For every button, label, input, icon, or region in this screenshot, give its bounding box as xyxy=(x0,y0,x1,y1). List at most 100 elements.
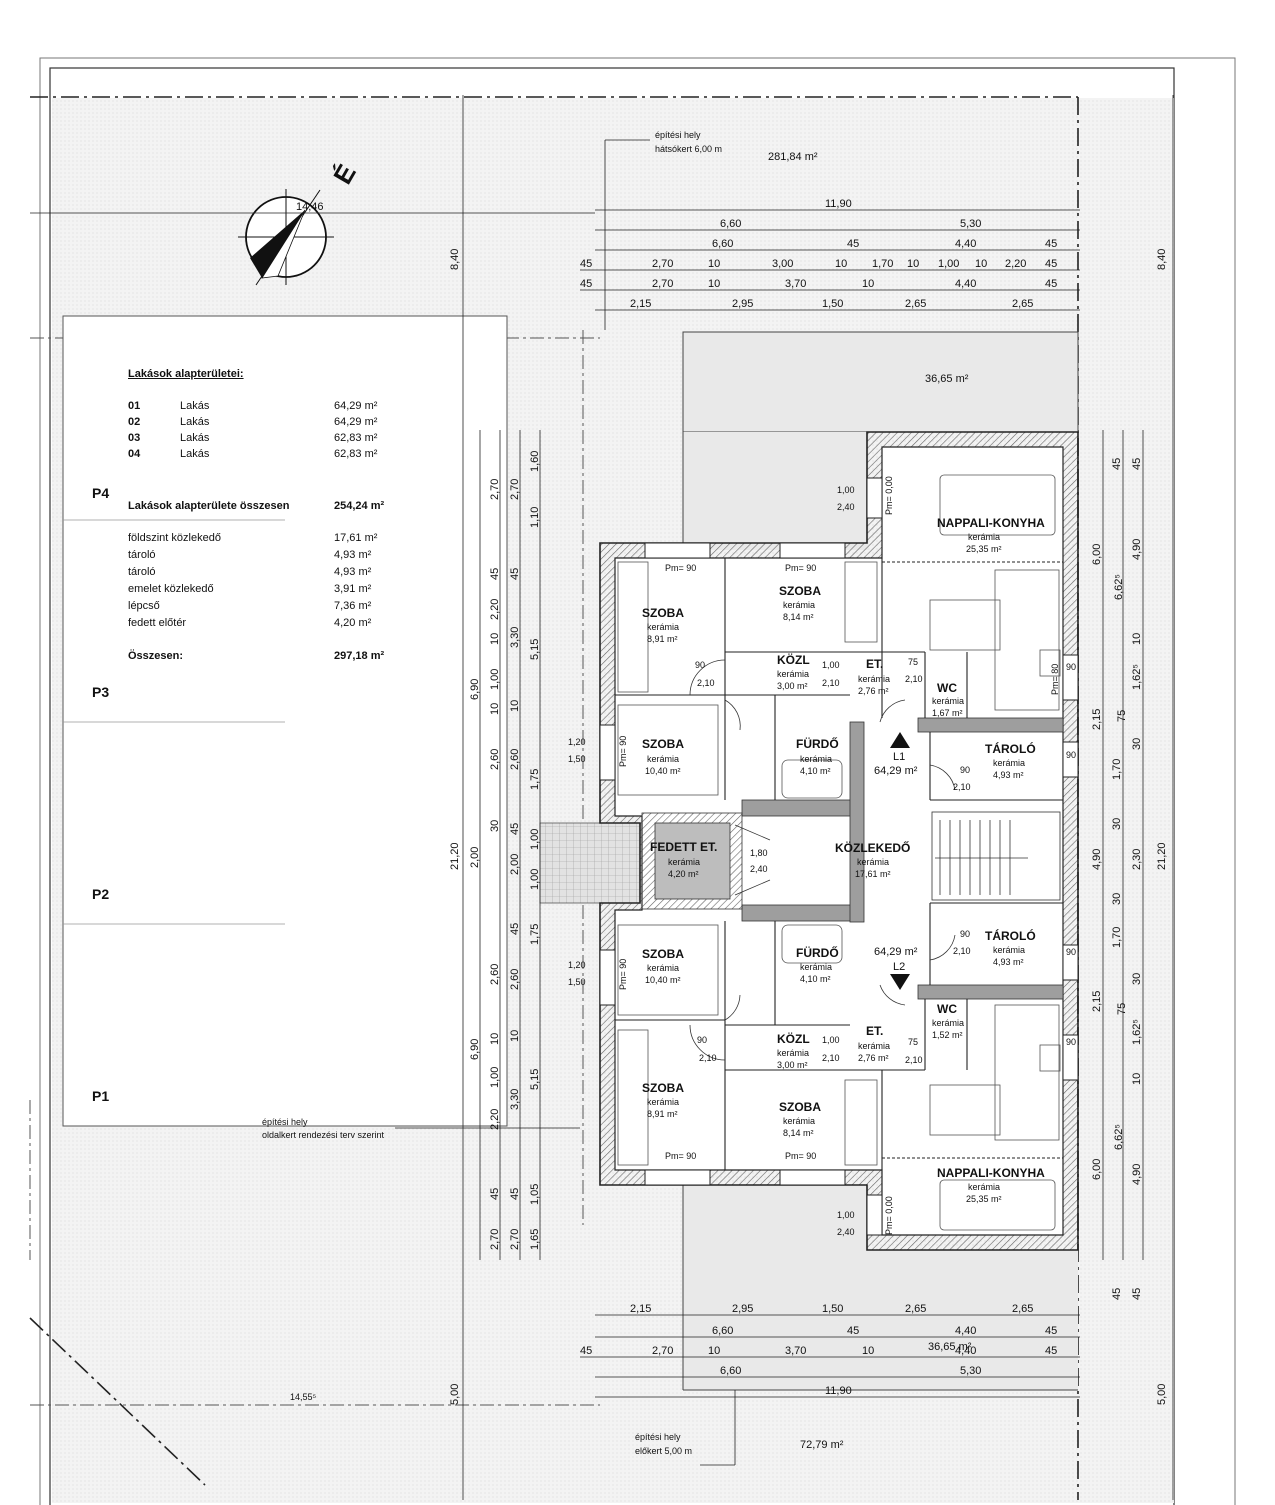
svg-text:kerámia: kerámia xyxy=(932,1018,964,1028)
svg-text:építési hely: építési hely xyxy=(262,1117,308,1127)
svg-text:3,00 m²: 3,00 m² xyxy=(777,681,808,691)
svg-text:3,70: 3,70 xyxy=(785,1345,806,1357)
svg-text:45: 45 xyxy=(847,1325,859,1337)
property-boundary xyxy=(29,96,1079,1500)
svg-text:1,00: 1,00 xyxy=(822,1035,840,1045)
svg-text:4,10 m²: 4,10 m² xyxy=(800,766,831,776)
legend-unit-row: 03 Lakás 62,83 m² xyxy=(128,432,378,444)
svg-text:8,14 m²: 8,14 m² xyxy=(783,612,814,622)
svg-text:6,00: 6,00 xyxy=(1091,1159,1103,1180)
svg-text:építési hely: építési hely xyxy=(655,130,701,140)
svg-text:1,75: 1,75 xyxy=(529,924,541,945)
dim-lines-right xyxy=(1102,430,1144,1260)
svg-text:5,15: 5,15 xyxy=(529,1069,541,1090)
svg-text:90: 90 xyxy=(695,660,705,670)
svg-text:2,10: 2,10 xyxy=(697,678,715,688)
svg-text:2,10: 2,10 xyxy=(953,946,971,956)
svg-text:4,93 m²: 4,93 m² xyxy=(993,770,1024,780)
svg-text:FEDETT ET.: FEDETT ET. xyxy=(650,840,717,854)
svg-text:1,10: 1,10 xyxy=(529,507,541,528)
svg-text:2,70: 2,70 xyxy=(652,258,673,270)
svg-text:L1: L1 xyxy=(893,751,905,763)
svg-text:2,70: 2,70 xyxy=(652,278,673,290)
legend-unit-row: 02 Lakás 64,29 m² xyxy=(128,416,378,428)
svg-text:1,50: 1,50 xyxy=(822,1303,843,1315)
svg-text:45: 45 xyxy=(1111,1288,1123,1300)
svg-text:1,20: 1,20 xyxy=(568,960,586,970)
svg-text:2,20: 2,20 xyxy=(489,599,501,620)
svg-text:1,70: 1,70 xyxy=(1111,759,1123,780)
unit-markers: L1 64,29 m² 64,29 m² L2 xyxy=(874,732,918,990)
svg-text:1,70: 1,70 xyxy=(872,258,893,270)
svg-text:L2: L2 xyxy=(893,961,905,973)
svg-text:2,95: 2,95 xyxy=(732,298,753,310)
svg-text:30: 30 xyxy=(489,820,501,832)
svg-text:2,70: 2,70 xyxy=(489,1229,501,1250)
svg-text:10,40 m²: 10,40 m² xyxy=(645,975,681,985)
svg-text:4,40: 4,40 xyxy=(955,238,976,250)
svg-text:4,40: 4,40 xyxy=(955,1345,976,1357)
svg-text:kerámia: kerámia xyxy=(647,622,679,632)
svg-text:90: 90 xyxy=(960,929,970,939)
svg-text:8,14 m²: 8,14 m² xyxy=(783,1128,814,1138)
svg-text:hátsókert 6,00 m: hátsókert 6,00 m xyxy=(655,144,722,154)
svg-text:4,40: 4,40 xyxy=(955,278,976,290)
svg-text:25,35 m²: 25,35 m² xyxy=(966,1194,1002,1204)
svg-text:kerámia: kerámia xyxy=(800,754,832,764)
svg-text:Pm= 90: Pm= 90 xyxy=(618,736,628,767)
svg-text:1,80: 1,80 xyxy=(750,848,768,858)
svg-text:1,00: 1,00 xyxy=(822,660,840,670)
svg-text:4,40: 4,40 xyxy=(955,1325,976,1337)
parcel-p4: P4 xyxy=(92,485,110,501)
svg-text:1,00: 1,00 xyxy=(837,1210,855,1220)
svg-text:10: 10 xyxy=(862,1345,874,1357)
svg-text:11,90: 11,90 xyxy=(825,1385,852,1397)
svg-text:45: 45 xyxy=(847,238,859,250)
dim-text-top: 11,90 6,60 5,30 6,60 45 4,40 45 45 2,70 … xyxy=(580,198,1057,310)
svg-text:1,62⁵: 1,62⁵ xyxy=(1131,664,1143,690)
svg-text:TÁROLÓ: TÁROLÓ xyxy=(985,928,1036,943)
svg-text:1,60: 1,60 xyxy=(529,451,541,472)
svg-text:ET.: ET. xyxy=(866,657,883,671)
svg-text:75: 75 xyxy=(1116,1003,1128,1015)
svg-text:10: 10 xyxy=(708,258,720,270)
svg-text:45: 45 xyxy=(489,1188,501,1200)
svg-text:2,10: 2,10 xyxy=(953,782,971,792)
dim-text-left: 8,40 21,20 5,00 6,90 2,00 6,90 2,70 45 2… xyxy=(449,249,541,1405)
svg-text:45: 45 xyxy=(1111,458,1123,470)
dim-lines-top xyxy=(30,95,1174,1500)
walls xyxy=(599,431,1079,1251)
svg-text:8,91 m²: 8,91 m² xyxy=(647,634,678,644)
svg-text:2,10: 2,10 xyxy=(822,1053,840,1063)
svg-text:1,70: 1,70 xyxy=(1111,927,1123,948)
windows xyxy=(599,477,1079,1236)
svg-text:3,30: 3,30 xyxy=(509,1089,521,1110)
svg-text:1,00: 1,00 xyxy=(837,485,855,495)
legend-title: Lakások alapterületei: xyxy=(128,368,244,380)
svg-text:építési hely: építési hely xyxy=(635,1432,681,1442)
svg-text:75: 75 xyxy=(908,1037,918,1047)
svg-text:2,15: 2,15 xyxy=(630,1303,651,1315)
svg-text:4,20 m²: 4,20 m² xyxy=(668,869,699,879)
svg-text:10: 10 xyxy=(708,278,720,290)
svg-text:21,20: 21,20 xyxy=(449,842,461,870)
svg-text:Pm= 90: Pm= 90 xyxy=(665,1151,696,1161)
svg-text:10,40 m²: 10,40 m² xyxy=(645,766,681,776)
parcel-p1: P1 xyxy=(92,1088,110,1104)
north-angle: 14,46 xyxy=(296,201,324,213)
svg-text:90: 90 xyxy=(1066,947,1076,957)
svg-text:2,15: 2,15 xyxy=(630,298,651,310)
svg-text:10: 10 xyxy=(975,258,987,270)
